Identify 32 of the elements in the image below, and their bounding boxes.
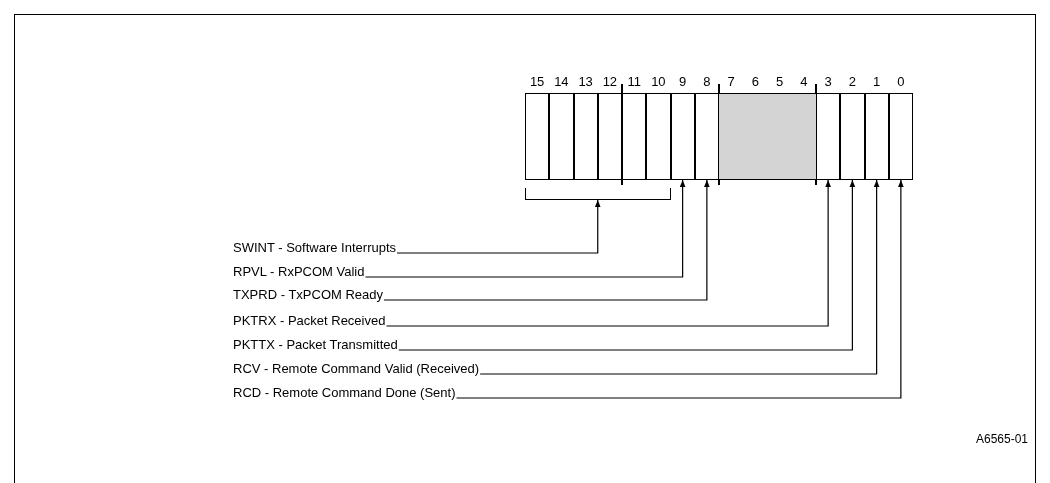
bit-number: 0 — [896, 74, 906, 89]
leader-arrow — [364, 179, 686, 278]
field-label: RCV - Remote Command Valid (Received) — [233, 361, 480, 376]
bit-number: 6 — [750, 74, 760, 89]
bit-number: 5 — [775, 74, 785, 89]
leader-arrow — [479, 179, 880, 375]
bit-number: 7 — [726, 74, 736, 89]
bit-number: 3 — [823, 74, 833, 89]
field-label: SWINT - Software Interrupts — [233, 240, 397, 255]
bit-number: 12 — [601, 74, 619, 89]
bit-number: 2 — [847, 74, 857, 89]
bit-number: 8 — [702, 74, 712, 89]
bit-number: 13 — [577, 74, 594, 89]
leader-arrow — [396, 199, 601, 254]
field-label: RPVL - RxPCOM Valid — [233, 264, 365, 279]
bit-number: 10 — [650, 74, 667, 89]
bit-number: 15 — [528, 74, 546, 89]
bit-number: 14 — [553, 74, 570, 89]
figure-number: A6565-01 — [975, 432, 1028, 447]
field-label: TXPRD - TxPCOM Ready — [233, 287, 383, 302]
bit-number: 11 — [626, 74, 642, 89]
field-label: RCD - Remote Command Done (Sent) — [233, 385, 456, 400]
leader-arrow — [398, 179, 856, 351]
leader-arrow — [383, 179, 710, 301]
leader-arrow — [385, 179, 831, 327]
field-label: PKTTX - Packet Transmitted — [233, 337, 398, 352]
bit-number: 9 — [678, 74, 688, 89]
bit-number: 4 — [799, 74, 809, 89]
field-label: PKTRX - Packet Received — [233, 313, 386, 328]
leader-arrow — [455, 179, 904, 399]
bracket — [525, 188, 671, 200]
bit-number: 1 — [872, 74, 882, 89]
